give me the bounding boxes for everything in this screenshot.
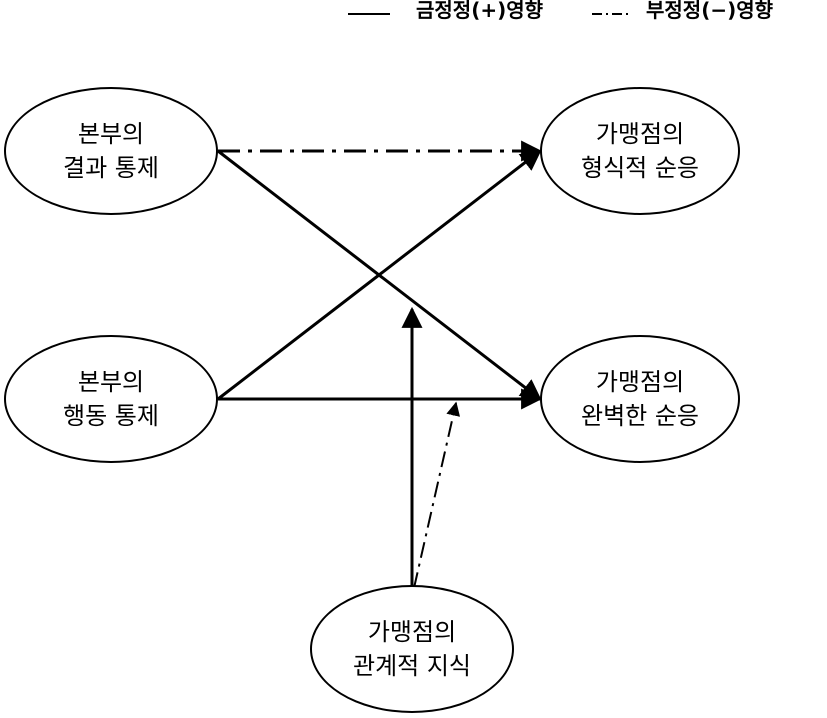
node-hq-behavior-control: 본부의 행동 통제	[4, 335, 218, 463]
node-franchisee-relational-knowledge: 가맹점의 관계적 지식	[310, 585, 514, 713]
node-label-line-2: 형식적 순응	[580, 154, 700, 182]
legend: 금정정(+)영향 부정정(−)영향	[0, 0, 827, 40]
node-label-line-2: 관계적 지식	[352, 652, 472, 680]
node-hq-outcome-control: 본부의 결과 통제	[4, 87, 218, 215]
node-label-line-1: 본부의	[77, 368, 145, 396]
arrow-relational-knowledge-moderates-behavior-path	[413, 401, 461, 589]
legend-dash-dot-line-icon	[592, 13, 632, 15]
arrow-behavior-control-to-formal-compliance	[217, 149, 542, 401]
node-label-line-2: 완벽한 순응	[580, 402, 700, 430]
node-label-line-1: 가맹점의	[595, 368, 685, 396]
legend-positive-label: 금정정(+)영향	[416, 0, 544, 22]
node-franchisee-formal-compliance: 가맹점의 형식적 순응	[540, 87, 740, 215]
legend-solid-line-icon	[348, 13, 390, 15]
node-label-line-1: 본부의	[77, 120, 145, 148]
node-label-line-1: 가맹점의	[595, 120, 685, 148]
legend-negative-label: 부정정(−)영향	[646, 0, 774, 22]
node-label-line-2: 행동 통제	[63, 402, 159, 430]
node-label-line-2: 결과 통제	[63, 154, 159, 182]
node-label-line-1: 가맹점의	[367, 618, 457, 646]
node-franchisee-complete-compliance: 가맹점의 완벽한 순응	[540, 335, 740, 463]
